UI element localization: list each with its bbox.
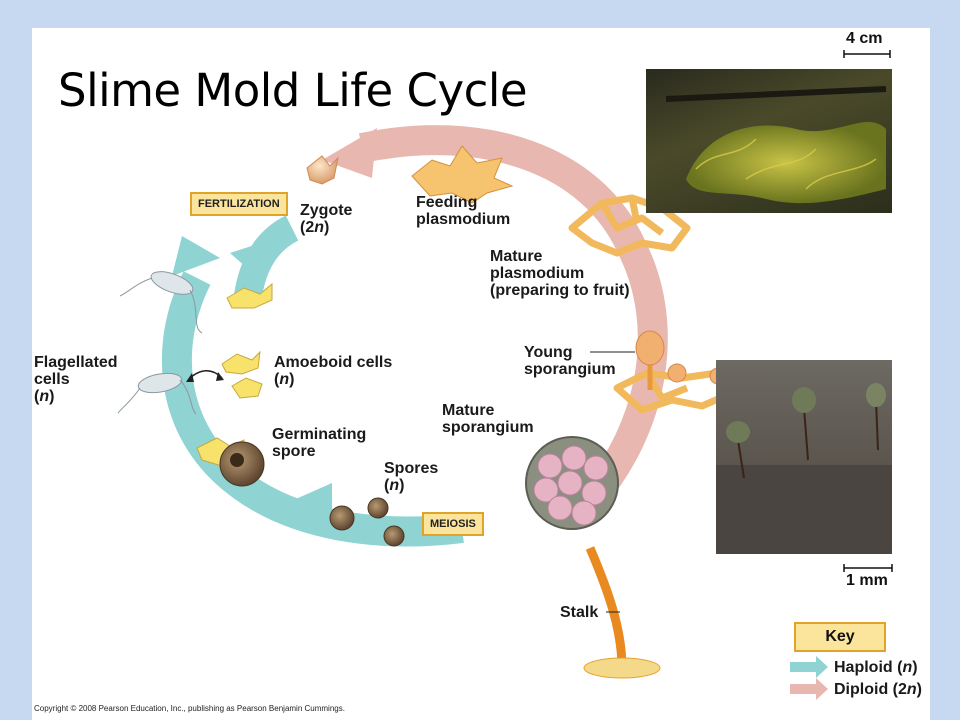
flagellated-cells-shape xyxy=(117,271,203,415)
spores-shape xyxy=(329,497,405,547)
stalk-label: Stalk xyxy=(560,604,599,621)
key-diploid-label: Diploid (2n) xyxy=(834,681,922,698)
amoeboid-cells-shape xyxy=(221,282,273,399)
key-haploid-label: Haploid (n) xyxy=(834,659,918,676)
germinating-spore-label: Germinating spore xyxy=(272,426,367,460)
diploid-arrowhead xyxy=(322,128,377,178)
key-title: Key xyxy=(794,622,886,652)
life-cycle-diagram xyxy=(117,50,893,700)
slide-title: Slime Mold Life Cycle xyxy=(58,64,528,117)
slide: Slime Mold Life Cycle 4 cm 1 mm FERTILIZ… xyxy=(32,28,930,720)
plasmodium-photo xyxy=(646,69,892,213)
feeding-plasmodium-shape xyxy=(411,145,514,204)
zygote-label: Zygote (2n) xyxy=(300,202,353,236)
spores-label: Spores (n) xyxy=(384,460,439,494)
germinating-spore-shape xyxy=(196,437,265,487)
haploid-arrowhead-right xyxy=(230,236,282,283)
copyright-text: Copyright © 2008 Pearson Education, Inc.… xyxy=(34,704,345,713)
mature-plasmodium-label: Mature plasmodium (preparing to fruit) xyxy=(490,248,630,299)
amoeboid-cells-label: Amoeboid cells (n) xyxy=(274,354,393,388)
sporangia-photo xyxy=(716,360,892,554)
young-sporangium-label: Young sporangium xyxy=(524,344,616,378)
key-diploid-arrow xyxy=(790,678,828,700)
scale-label-top: 4 cm xyxy=(846,30,883,47)
mature-sporangium-label: Mature sporangium xyxy=(442,402,534,436)
mature-plasmodium-shape xyxy=(568,194,691,257)
haploid-arrowhead-left xyxy=(172,236,220,276)
mature-sporangium-shape xyxy=(525,436,661,679)
meiosis-label: MEIOSIS xyxy=(422,512,484,536)
key-haploid-arrow xyxy=(790,656,828,678)
flagellated-cells-label: Flagellated cells (n) xyxy=(34,354,118,405)
fertilization-label: FERTILIZATION xyxy=(190,192,288,216)
haploid-arrowhead-bottom xyxy=(280,483,332,533)
feeding-plasmodium-label: Feeding plasmodium xyxy=(416,194,511,228)
zygote-cell xyxy=(306,155,339,185)
scale-label-bottom: 1 mm xyxy=(846,572,888,589)
